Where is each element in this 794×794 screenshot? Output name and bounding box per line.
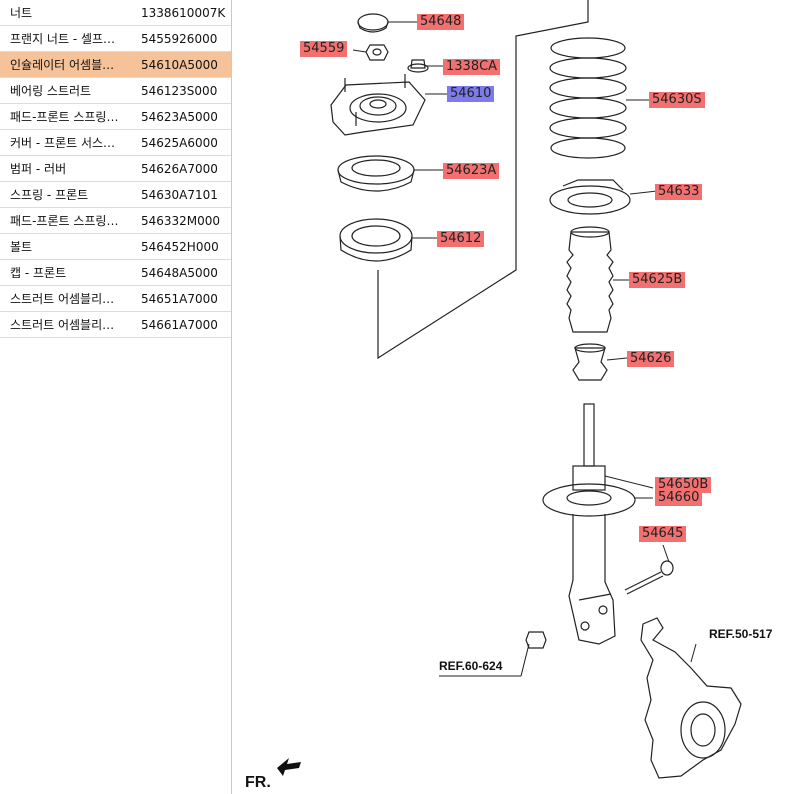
reference-lower-nut[interactable]: REF.60-624 [439, 659, 503, 673]
part-row[interactable]: 스트러트 어셈블리… 54651A7000 [0, 286, 231, 312]
part-code: 54626A7000 [141, 162, 218, 176]
callout-54630S[interactable]: 54630S [649, 92, 705, 108]
part-name: 패드-프론트 스프링… [10, 214, 119, 228]
parts-list: 너트 1338610007K 프랜지 너트 - 셀프… 5455926000 인슐레이터… [0, 0, 232, 794]
part-code: 546123S000 [141, 84, 218, 98]
dust-cover-drawing [566, 226, 614, 333]
part-row[interactable]: 캡 - 프론트 54648A5000 [0, 260, 231, 286]
part-code: 546332M000 [141, 214, 221, 228]
part-row[interactable]: 스프링 - 프론트 54630A7101 [0, 182, 231, 208]
part-row[interactable]: 인슐레이터 어셈블… 54610A5000 [0, 52, 231, 78]
group-bracket [377, 0, 589, 360]
part-row[interactable]: 패드-프론트 스프링… 54623A5000 [0, 104, 231, 130]
part-name: 프랜지 너트 - 셀프… [10, 32, 116, 46]
part-name: 볼트 [10, 240, 33, 254]
strut-assembly-drawing [277, 0, 742, 779]
part-row[interactable]: 너트 1338610007K [0, 0, 231, 26]
front-direction-label: FR. [245, 774, 271, 791]
callout-54645[interactable]: 54645 [639, 526, 687, 542]
part-row[interactable]: 스트러트 어셈블리… 54661A7000 [0, 312, 231, 338]
exploded-parts-diagram: 54648 54559 1338CA 54610 54623A 54612 54… [233, 0, 794, 794]
part-row[interactable]: 범퍼 - 러버 54626A7000 [0, 156, 231, 182]
part-name: 캡 - 프론트 [10, 266, 67, 280]
part-row[interactable]: 베어링 스트러트 546123S000 [0, 78, 231, 104]
lower-pad-drawing [549, 179, 631, 215]
part-row[interactable]: 커버 - 프론트 서스… 54625A6000 [0, 130, 231, 156]
part-name: 베어링 스트러트 [10, 84, 92, 98]
callout-54650B[interactable]: 54650B [655, 477, 712, 493]
flange-nut-drawing [407, 59, 429, 73]
part-name: 스프링 - 프론트 [10, 188, 89, 202]
reference-knuckle[interactable]: REF.50-517 [709, 627, 773, 641]
bearing-drawing [339, 218, 413, 262]
callout-54625B[interactable]: 54625B [629, 272, 686, 288]
coil-spring-drawing [549, 37, 627, 159]
part-code: 54610A5000 [141, 58, 218, 72]
bolt-drawing [624, 560, 674, 595]
callout-54660[interactable]: 54660 [655, 490, 703, 506]
nut-drawing [365, 44, 389, 61]
part-name: 범퍼 - 러버 [10, 162, 67, 176]
part-code: 54625A6000 [141, 136, 218, 150]
callout-54559[interactable]: 54559 [300, 41, 348, 57]
part-code: 546452H000 [141, 240, 219, 254]
callout-54648[interactable]: 54648 [417, 14, 465, 30]
part-code: 54648A5000 [141, 266, 218, 280]
bump-stopper-drawing [572, 343, 608, 381]
callout-54633[interactable]: 54633 [655, 184, 703, 200]
leader-lines [352, 21, 697, 677]
callout-54626[interactable]: 54626 [627, 351, 675, 367]
part-name: 스트러트 어셈블리… [10, 292, 115, 306]
part-code: 54661A7000 [141, 318, 218, 332]
steering-knuckle-drawing [640, 617, 742, 779]
part-code: 54651A7000 [141, 292, 218, 306]
part-code: 5455926000 [141, 32, 218, 46]
cap-drawing [357, 13, 389, 33]
part-name: 인슐레이터 어셈블… [10, 58, 115, 72]
lower-nut-drawing [525, 631, 547, 649]
insulator-drawing [330, 74, 426, 136]
callout-54612[interactable]: 54612 [437, 231, 485, 247]
part-name: 패드-프론트 스프링… [10, 110, 119, 124]
part-name: 스트러트 어셈블리… [10, 318, 115, 332]
front-direction-arrow [277, 758, 301, 776]
part-code: 54630A7101 [141, 188, 218, 202]
strut-drawing [542, 403, 636, 645]
part-row[interactable]: 프랜지 너트 - 셀프… 5455926000 [0, 26, 231, 52]
part-row[interactable]: 볼트 546452H000 [0, 234, 231, 260]
part-row[interactable]: 패드-프론트 스프링… 546332M000 [0, 208, 231, 234]
callout-54623A[interactable]: 54623A [443, 163, 500, 179]
callout-1338CA[interactable]: 1338CA [443, 59, 501, 75]
part-code: 54623A5000 [141, 110, 218, 124]
spring-pad-drawing [337, 155, 415, 192]
part-code: 1338610007K [141, 6, 226, 20]
part-name: 너트 [10, 6, 33, 20]
callout-54610[interactable]: 54610 [447, 86, 495, 102]
part-name: 커버 - 프론트 서스… [10, 136, 116, 150]
